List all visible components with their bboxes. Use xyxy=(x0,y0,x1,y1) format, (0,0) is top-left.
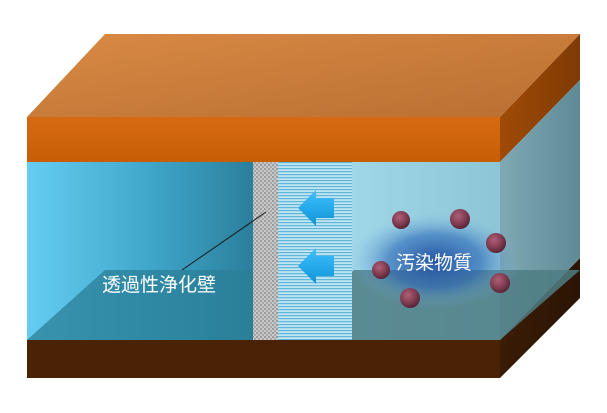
barrier-leader-line xyxy=(181,211,267,271)
contaminant-particle-icon xyxy=(392,211,410,229)
left-arrow-icon xyxy=(298,190,334,226)
contaminant-plume xyxy=(350,213,520,309)
aquifer-floor-left xyxy=(27,270,253,340)
contaminant-particle-icon xyxy=(372,261,390,279)
contaminant-particle-icon xyxy=(400,288,420,308)
bottom-layer-front-face xyxy=(27,340,500,378)
barrier-label: 透過性浄化壁 xyxy=(102,274,216,296)
left-arrow-icon xyxy=(298,248,334,284)
top-soil-right-face xyxy=(500,34,580,162)
top-soil-front-face xyxy=(27,117,500,162)
permeable-reactive-barrier xyxy=(253,162,278,340)
contaminant-particle-icon xyxy=(486,233,506,253)
contaminant-label: 汚染物質 xyxy=(396,252,472,274)
contaminant-particle-icon xyxy=(490,273,510,293)
contaminant-particle-icon xyxy=(450,209,470,229)
bottom-layer-right-face xyxy=(500,258,580,378)
top-soil-top-face xyxy=(27,34,580,117)
